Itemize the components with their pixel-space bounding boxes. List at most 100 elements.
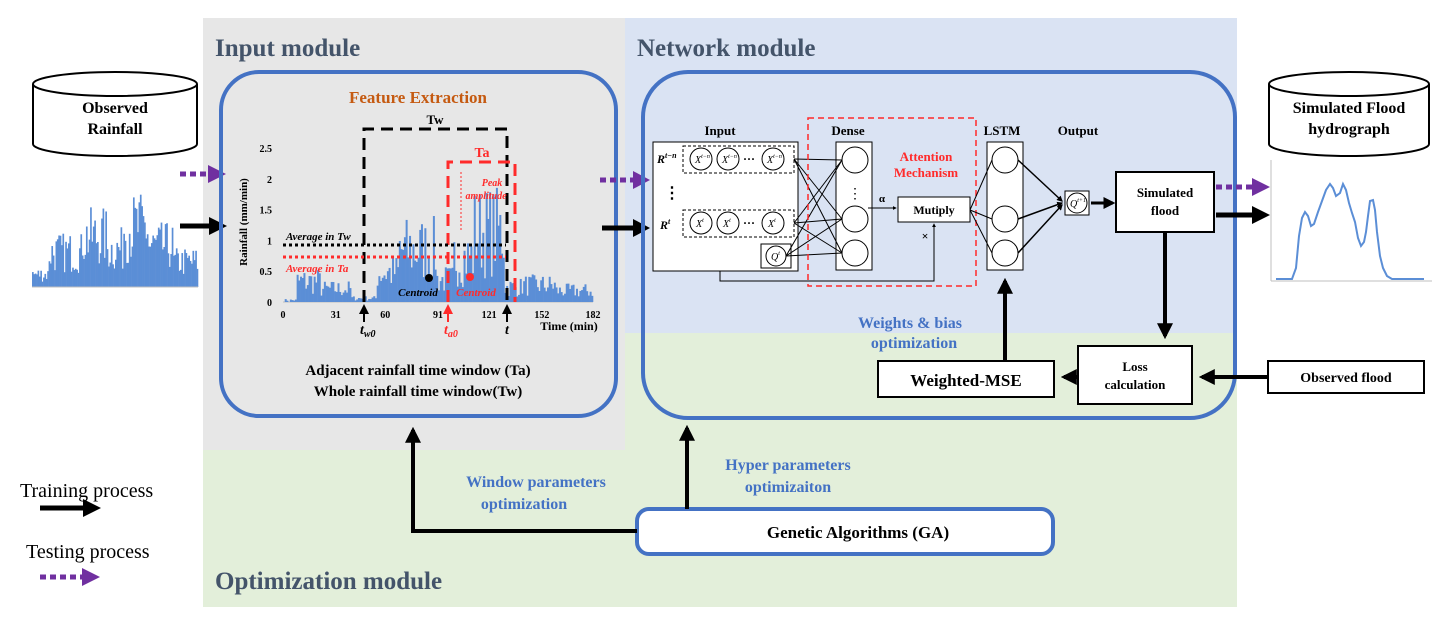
mini-rainfall-bar <box>76 269 78 287</box>
rainfall-bar <box>296 274 299 302</box>
multiply-lstm-connections <box>969 159 993 254</box>
rainfall-bar <box>475 256 478 302</box>
rainfall-bar <box>371 297 374 302</box>
rainfall-bar <box>441 277 444 302</box>
observed-flood-label: Observed flood <box>1300 371 1392 386</box>
rainfall-bar <box>473 196 476 302</box>
rainfall-bar <box>392 256 395 302</box>
rainfall-bar <box>286 300 289 302</box>
hyper-opt-line2: optimizaiton <box>745 479 831 496</box>
node-q-input-label: Qt <box>771 251 780 263</box>
lstm-output-connections <box>1017 159 1064 254</box>
mini-rainfall-bar <box>175 248 178 287</box>
mini-rainfall-series <box>32 194 199 287</box>
mini-rainfall-bar <box>160 222 163 287</box>
training-arrowhead-rainfall <box>209 217 227 235</box>
row-r-tn: Rt−n <box>656 151 677 166</box>
input-dense-connections <box>785 158 843 257</box>
centroid-red-dot <box>466 273 474 281</box>
dense-label: Dense <box>831 123 864 138</box>
hyper-opt-line1: Hyper parameters <box>725 457 850 474</box>
mini-rainfall-bar <box>44 273 47 287</box>
rainfall-bar <box>444 267 447 302</box>
mini-rainfall-bar <box>34 273 37 287</box>
window-opt-line1: Window parameters <box>466 474 606 491</box>
mini-rainfall-bar <box>155 239 157 287</box>
mini-rainfall-bar <box>90 207 92 287</box>
peak-label-1: Peak <box>482 178 503 189</box>
mini-rainfall-bar <box>170 254 173 287</box>
flood-db-line2: hydrograph <box>1308 121 1390 138</box>
node-x5-tn <box>761 147 785 171</box>
rainfall-bar <box>483 278 486 302</box>
rainfall-bar <box>376 285 379 302</box>
mini-rainfall-bar <box>127 262 130 287</box>
rainfall-bar <box>402 249 405 302</box>
rainfall-bar <box>424 228 427 302</box>
mini-rainfall-bar <box>113 268 116 287</box>
mini-rainfall-bar <box>117 246 120 287</box>
mini-rainfall-bar <box>102 208 105 287</box>
rainfall-bar <box>284 299 287 302</box>
mini-rainfall-bar <box>79 248 81 287</box>
average-ta-label: Average in Ta <box>285 263 349 275</box>
rainfall-bar <box>383 275 386 302</box>
mini-rainfall-bar <box>186 257 189 287</box>
net-input-label: Input <box>704 123 736 138</box>
output-label: Output <box>1058 123 1099 138</box>
ta-window <box>446 160 517 302</box>
x-tick-label: 31 <box>331 310 341 321</box>
mini-rainfall-bar <box>157 227 160 287</box>
row-bottom-dashed <box>682 209 795 238</box>
network-frame <box>641 70 1237 420</box>
mini-rainfall-bar <box>144 222 146 287</box>
optimization-module-title: Optimization module <box>215 568 442 595</box>
rainfall-bar <box>555 287 558 302</box>
mini-rainfall-bar <box>85 226 88 287</box>
rainfall-bar <box>569 288 572 302</box>
rainfall-bar <box>507 296 510 302</box>
mini-rainfall-bar <box>56 239 59 287</box>
mini-rainfall-bar <box>63 272 66 287</box>
mini-rainfall-bar <box>145 238 148 287</box>
mini-rainfall-bar <box>83 258 85 287</box>
rainfall-bar <box>366 300 369 302</box>
rainfall-bar <box>432 216 435 302</box>
mini-rainfall-bar <box>70 271 73 287</box>
rainfall-bar <box>315 282 318 302</box>
mini-rainfall-bar <box>106 249 109 287</box>
rainfall-bar <box>347 281 350 302</box>
mini-rainfall-bar <box>47 271 49 287</box>
rainfall-bar <box>458 272 461 302</box>
rainfall-bar <box>446 268 449 302</box>
simulated-flood-database: Simulated Flood hydrograph <box>1268 71 1430 157</box>
ta-label: Ta <box>474 146 489 161</box>
mini-rainfall-bar <box>148 246 150 287</box>
rainfall-bar <box>434 269 437 302</box>
rainfall-bar <box>516 296 519 302</box>
rainfall-bar <box>322 288 325 302</box>
rainfall-bar <box>381 277 384 302</box>
mini-rainfall-bar <box>109 262 112 287</box>
mini-rainfall-bar <box>150 243 153 287</box>
mini-rainfall-bar <box>195 250 197 287</box>
rainfall-bar <box>335 291 338 302</box>
mini-rainfall-bar <box>101 218 103 287</box>
rainfall-bar <box>548 276 551 302</box>
node-x5-tn-label: Xt−n <box>766 154 782 166</box>
rainfall-bar <box>472 273 475 302</box>
rainfall-bar <box>352 296 355 302</box>
mini-rainfall-bar <box>141 206 143 287</box>
mini-rainfall-bar <box>110 244 113 287</box>
rainfall-bar <box>552 288 555 302</box>
rainfall-bar <box>311 293 314 302</box>
mini-rainfall-bar <box>69 236 72 287</box>
dense-node-2 <box>841 205 869 233</box>
rainfall-bar <box>550 284 553 302</box>
chart-xlabel: Time (min) <box>540 319 597 333</box>
mini-rainfall-bar <box>130 256 132 287</box>
mini-rainfall-bar <box>139 194 142 287</box>
mini-rainfall-bar <box>178 270 181 287</box>
